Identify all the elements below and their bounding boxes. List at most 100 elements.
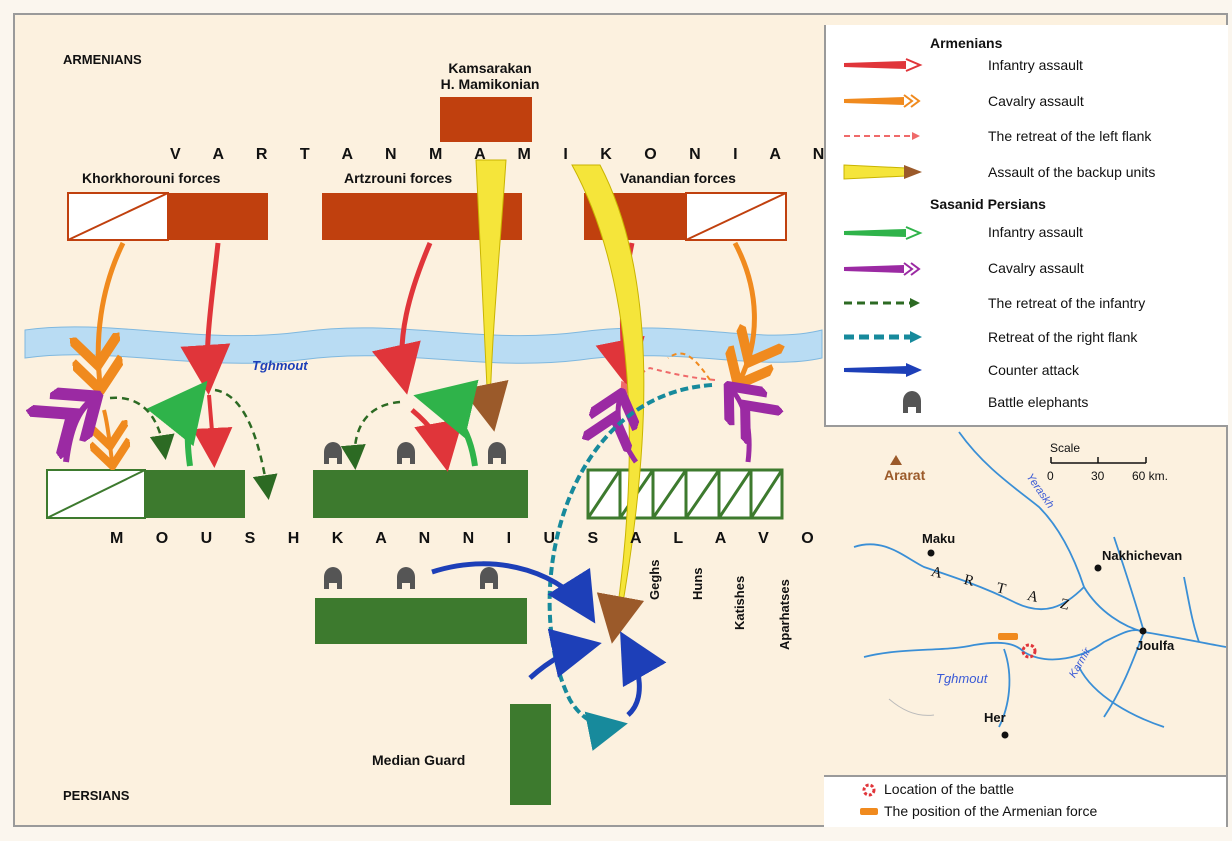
legend-per-infantry-symbol [844, 229, 906, 237]
backup-assault-arrow [475, 159, 507, 409]
legend-item: Battle elephants [988, 394, 1089, 410]
her-dot [1001, 731, 1009, 739]
commander-label: Kamsarakan H. Mamikonian [440, 60, 540, 92]
per-infantry-arrow [146, 380, 208, 467]
persian-allies-unit [586, 468, 784, 520]
per-cavalry-arrow [618, 398, 636, 464]
legend-armenians-title: Armenians [930, 35, 1003, 51]
elephant-icon [324, 567, 342, 589]
elephant-icon [324, 442, 342, 464]
legend-per-cavalry-symbol [844, 265, 904, 273]
arm-infantry-arrow [192, 394, 233, 468]
scale-bar [1050, 457, 1147, 464]
location-icon [862, 783, 876, 797]
legend-arm-cavalry-symbol [844, 97, 904, 105]
inset-rivers [853, 431, 1226, 728]
inset-legend: Location of the battle The position of t… [824, 775, 1226, 827]
ararat-label: Ararat [884, 467, 926, 483]
per-infantry-arrow [413, 379, 479, 467]
scale-title: Scale [1050, 441, 1081, 455]
legend-item: Infantry assault [988, 224, 1083, 240]
per-retreat-arrow [214, 388, 278, 500]
inset-svg [853, 431, 1226, 739]
inset-legend-symbols [860, 783, 878, 815]
median-guard-unit [510, 704, 551, 805]
artzrouni-label: Artzrouni forces [344, 170, 453, 186]
persian-rear-unit [315, 598, 527, 644]
armenians-label: ARMENIANS [63, 52, 142, 67]
tghmout-label: Tghmout [936, 671, 988, 686]
armenian-position-label: The position of the Armenian force [884, 803, 1098, 819]
per-cavalry-arrow [732, 390, 749, 463]
elephant-icon [397, 567, 415, 589]
battle-location-marker [1021, 643, 1037, 659]
scale-tick-0: 0 [1047, 469, 1054, 483]
nakhichevan-label: Nakhichevan [1102, 548, 1183, 563]
arm-cavalry-arrow [98, 241, 123, 385]
moushkan-label: M O U S H K A N N I U S A L A V O U R T [110, 530, 958, 547]
backup-assault-arrow [461, 379, 509, 432]
vanandian-label: Vanandian forces [620, 170, 736, 186]
median-guard-label: Median Guard [372, 752, 466, 768]
legend-item: Cavalry assault [988, 260, 1084, 276]
counter-attack-arrow [431, 561, 596, 624]
maku-label: Maku [922, 531, 956, 546]
elephant-icon [488, 442, 506, 464]
persian-left-unit [46, 469, 245, 519]
ararat-icon [890, 455, 902, 465]
per-retreat-arrow [109, 396, 175, 460]
counter-attack-arrow [620, 631, 667, 717]
legend-arm-infantry-symbol [844, 61, 906, 69]
vartan-mamikonian-label: V A R T A N M A M I K O N I A N [170, 146, 839, 163]
kamsarakan-unit [440, 97, 532, 142]
elephant-icon [397, 442, 415, 464]
maku-dot [927, 549, 935, 557]
commander-label-2: H. Mamikonian [440, 76, 540, 92]
battle-elephants [324, 442, 506, 589]
persian-center-unit [313, 470, 528, 518]
inset-map: Ararat Scale 0 30 60 km. Maku Nakhicheva… [824, 427, 1226, 775]
legend-item: Cavalry assault [988, 93, 1084, 109]
per-retreat-arrow [340, 400, 401, 470]
legend-item: Infantry assault [988, 57, 1083, 73]
arm-infantry-arrow [180, 242, 231, 395]
scale-tick-60: 60 km. [1132, 469, 1169, 483]
backup-assault-arrow [596, 592, 645, 644]
legend-item: Counter attack [988, 362, 1080, 378]
map-legend: Armenians Infantry assault Cavalry assau… [824, 25, 1228, 427]
khorkhorouni-unit [67, 192, 268, 241]
legend-symbols [843, 58, 923, 413]
legend-counter-symbol [844, 366, 908, 374]
ally-label-katishes: Katishes [732, 575, 747, 630]
elephant-icon [480, 567, 498, 589]
armenian-position-marker [998, 633, 1018, 640]
ally-label-aparhatses: Aparhatses [777, 579, 792, 650]
position-icon [860, 808, 878, 815]
legend-elephant-icon [903, 391, 921, 413]
khorkhorouni-label: Khorkhorouni forces [82, 170, 221, 186]
arm-retreat-arrow [619, 366, 716, 399]
arm-cavalry-arrow [104, 409, 112, 462]
legend-item: The retreat of the left flank [988, 128, 1152, 144]
per-cavalry-arrow [66, 400, 92, 463]
commander-label-1: Kamsarakan [448, 60, 532, 76]
joulfa-label: Joulfa [1136, 638, 1175, 653]
arm-infantry-arrow [371, 242, 433, 395]
legend-item: Assault of the backup units [988, 164, 1156, 180]
location-of-battle-label: Location of the battle [884, 781, 1014, 797]
persians-label: PERSIANS [63, 788, 130, 803]
tghmout-river [24, 326, 823, 364]
ally-label-huns: Huns [690, 567, 705, 601]
arm-infantry-arrow [410, 408, 464, 472]
legend-item: Retreat of the right flank [988, 329, 1138, 345]
river-label: Tghmout [252, 358, 308, 373]
scale-tick-30: 30 [1091, 469, 1105, 483]
legend-persians-title: Sasanid Persians [930, 196, 1046, 212]
joulfa-dot [1139, 627, 1147, 635]
her-label: Her [984, 710, 1006, 725]
arm-cavalry-arrow [735, 241, 754, 380]
ally-label-geghs: Geghs [647, 559, 662, 600]
nakhichevan-dot [1094, 564, 1102, 572]
legend-item: The retreat of the infantry [988, 295, 1146, 311]
